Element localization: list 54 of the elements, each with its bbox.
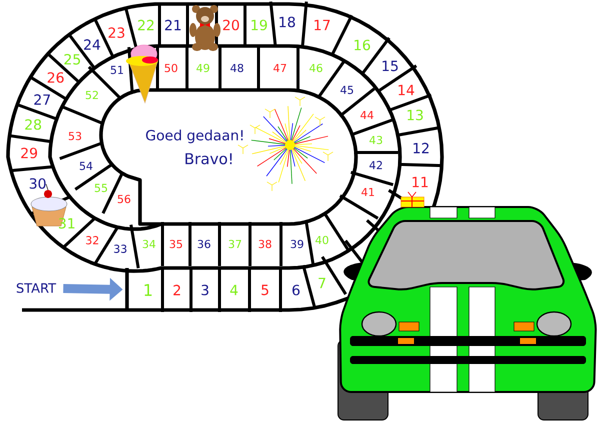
square-number: 12 xyxy=(414,142,429,154)
square-number: 47 xyxy=(274,64,286,72)
square-number: 41 xyxy=(362,188,374,196)
square-number: 17 xyxy=(314,20,330,30)
center-message: Goed gedaan! Bravo! xyxy=(146,130,243,164)
square-number: 53 xyxy=(68,132,82,140)
square-number: 22 xyxy=(138,20,154,30)
square-number: 27 xyxy=(34,94,50,105)
square-number: 56 xyxy=(118,194,130,204)
square-number: 13 xyxy=(408,110,423,120)
square-number: 28 xyxy=(25,119,42,130)
square-number: 21 xyxy=(165,20,181,30)
square-number: 51 xyxy=(110,66,123,74)
square-number: 33 xyxy=(114,244,126,253)
square-number: 39 xyxy=(290,240,304,248)
square-number: 54 xyxy=(80,162,92,170)
square-number: 37 xyxy=(228,240,242,248)
square-number: 25 xyxy=(64,54,80,65)
square-number: 19 xyxy=(252,20,267,30)
square-number: 42 xyxy=(370,160,382,170)
square-number: 55 xyxy=(94,184,108,192)
square-number: 35 xyxy=(170,240,182,248)
square-number: 15 xyxy=(382,60,398,72)
square-number: 11 xyxy=(412,176,428,188)
square-number: 34 xyxy=(142,240,156,248)
square-number: 48 xyxy=(230,64,244,72)
square-number: 20 xyxy=(223,20,239,30)
square-number: 30 xyxy=(30,178,46,189)
square-number: 18 xyxy=(280,16,295,28)
square-number: 26 xyxy=(48,72,64,83)
square-number: 24 xyxy=(84,39,100,50)
square-number: 3 xyxy=(202,284,208,296)
square-number: 23 xyxy=(108,27,124,38)
square-number: 52 xyxy=(86,90,98,100)
square-number: 50 xyxy=(164,64,178,72)
square-number: 49 xyxy=(196,64,210,72)
square-number: 2 xyxy=(174,284,180,296)
square-number: 5 xyxy=(262,284,268,296)
square-number: 43 xyxy=(370,136,382,144)
square-number: 46 xyxy=(310,64,322,72)
square-number: 36 xyxy=(198,240,210,248)
square-number: 29 xyxy=(21,148,38,158)
square-number: 4 xyxy=(230,284,238,296)
square-number: 40 xyxy=(316,236,328,244)
square-number: 32 xyxy=(86,236,98,244)
square-number: 38 xyxy=(258,240,272,248)
square-number: 1 xyxy=(144,284,152,296)
square-number: 45 xyxy=(340,86,354,94)
square-number: 7 xyxy=(318,278,326,288)
start-label: START xyxy=(16,283,56,293)
square-number: 16 xyxy=(354,40,370,50)
square-number: 14 xyxy=(398,84,414,96)
square-number: 6 xyxy=(292,284,300,296)
square-number: 44 xyxy=(360,111,374,119)
